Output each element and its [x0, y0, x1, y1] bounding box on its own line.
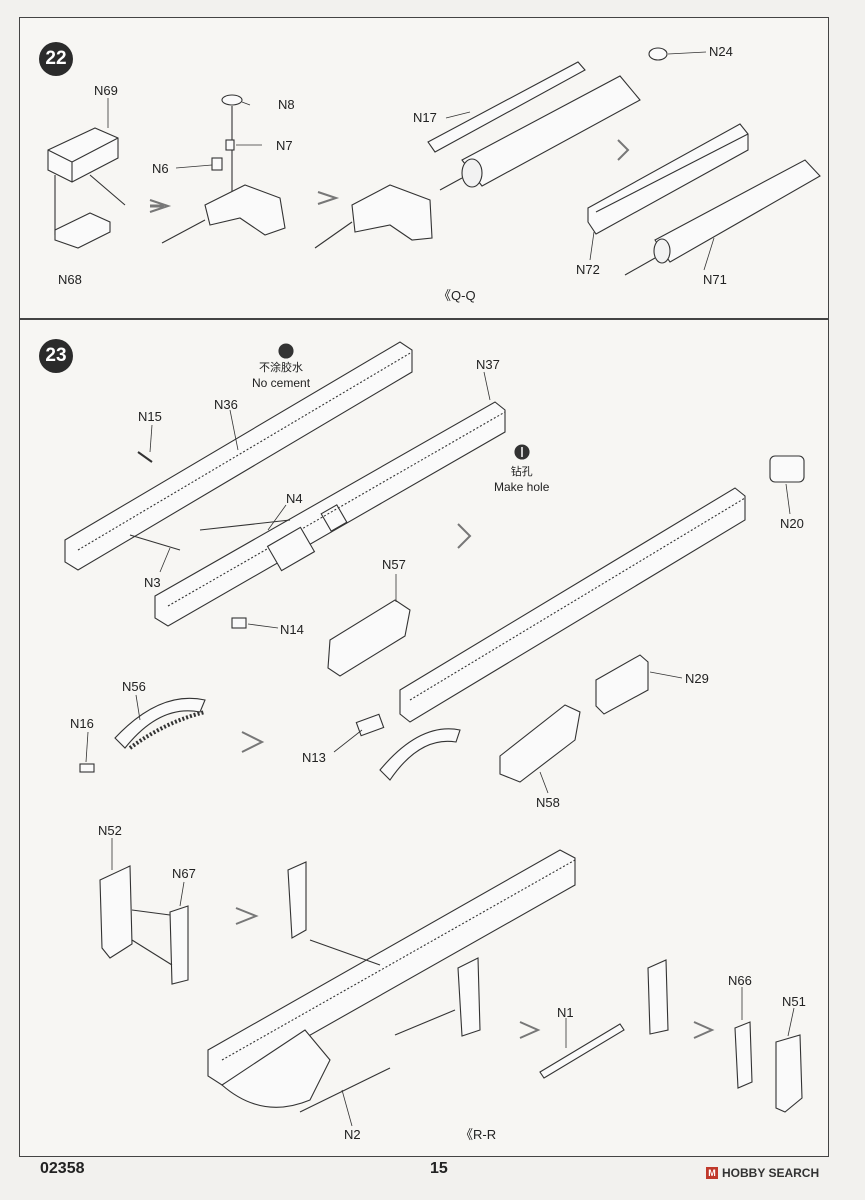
label-N29: N29 — [685, 671, 709, 686]
label-N17: N17 — [413, 110, 437, 125]
no-cement-icon — [278, 343, 294, 359]
watermark-text: HOBBY SEARCH — [722, 1166, 820, 1180]
part-N56 — [114, 697, 206, 749]
label-N67: N67 — [172, 866, 196, 881]
label-N20: N20 — [780, 516, 804, 531]
watermark: M HOBBY SEARCH — [706, 1166, 819, 1180]
part-N37 — [154, 401, 506, 627]
label-N16: N16 — [70, 716, 94, 731]
part-N66 — [734, 1021, 753, 1089]
label-N69: N69 — [94, 83, 118, 98]
make-hole-text-cn: 钻孔 — [510, 466, 533, 478]
label-N14: N14 — [280, 622, 304, 637]
section-label-RR: 《R-R — [460, 1127, 497, 1142]
part-N14 — [231, 617, 247, 629]
part-N67 — [169, 905, 189, 985]
make-hole-text-en: Make hole — [494, 479, 550, 494]
section-label-QQ: 《Q-Q — [438, 288, 476, 303]
part-N52 — [99, 865, 133, 959]
part-N1 — [539, 1023, 625, 1079]
part-N20 — [769, 455, 805, 483]
label-N72: N72 — [576, 262, 600, 277]
part-N24 — [648, 47, 668, 61]
part-N51 — [775, 1034, 803, 1113]
frame-assembly-lower — [207, 849, 576, 1086]
part-N6 — [211, 157, 223, 171]
page-number: 15 — [430, 1160, 448, 1177]
label-N71: N71 — [703, 272, 727, 287]
label-N3: N3 — [144, 575, 161, 590]
make-hole-note: 钻孔 Make hole — [494, 466, 549, 495]
label-N2: N2 — [344, 1127, 361, 1142]
part-N15 — [137, 451, 153, 463]
part-N68 — [54, 212, 111, 249]
part-N16 — [79, 763, 95, 773]
part-N29 — [595, 654, 649, 715]
label-N51: N51 — [782, 994, 806, 1009]
label-N66: N66 — [728, 973, 752, 988]
label-N13: N13 — [302, 750, 326, 765]
no-cement-text-en: No cement — [252, 375, 311, 390]
label-N7: N7 — [276, 138, 293, 153]
part-N57 — [327, 599, 411, 677]
step-number-23: 23 — [39, 339, 73, 373]
part-N58 — [499, 704, 581, 783]
part-N17 — [427, 61, 586, 153]
label-N37: N37 — [476, 357, 500, 372]
part-cylinder — [461, 75, 641, 187]
label-N68: N68 — [58, 272, 82, 287]
label-N52: N52 — [98, 823, 122, 838]
label-N57: N57 — [382, 557, 406, 572]
no-cement-note: 不涂胶水 No cement — [252, 362, 310, 391]
label-N36: N36 — [214, 397, 238, 412]
label-N56: N56 — [122, 679, 146, 694]
part-N13 — [355, 713, 385, 737]
watermark-logo-icon: M — [706, 1167, 718, 1179]
part-N7 — [225, 139, 235, 151]
part-N36 — [64, 341, 413, 571]
frame-assembly-middle — [399, 487, 746, 723]
step-number-22: 22 — [39, 42, 73, 76]
no-cement-text-cn: 不涂胶水 — [259, 362, 304, 374]
label-N15: N15 — [138, 409, 162, 424]
product-code: 02358 — [40, 1160, 85, 1177]
part-N8 — [221, 94, 243, 106]
part-N72 — [587, 123, 749, 235]
part-N2 — [299, 1067, 391, 1113]
label-N24: N24 — [709, 44, 733, 59]
label-N58: N58 — [536, 795, 560, 810]
part-N69 — [47, 127, 119, 183]
label-N1: N1 — [557, 1005, 574, 1020]
label-N4: N4 — [286, 491, 303, 506]
label-N8: N8 — [278, 97, 295, 112]
label-N6: N6 — [152, 161, 169, 176]
